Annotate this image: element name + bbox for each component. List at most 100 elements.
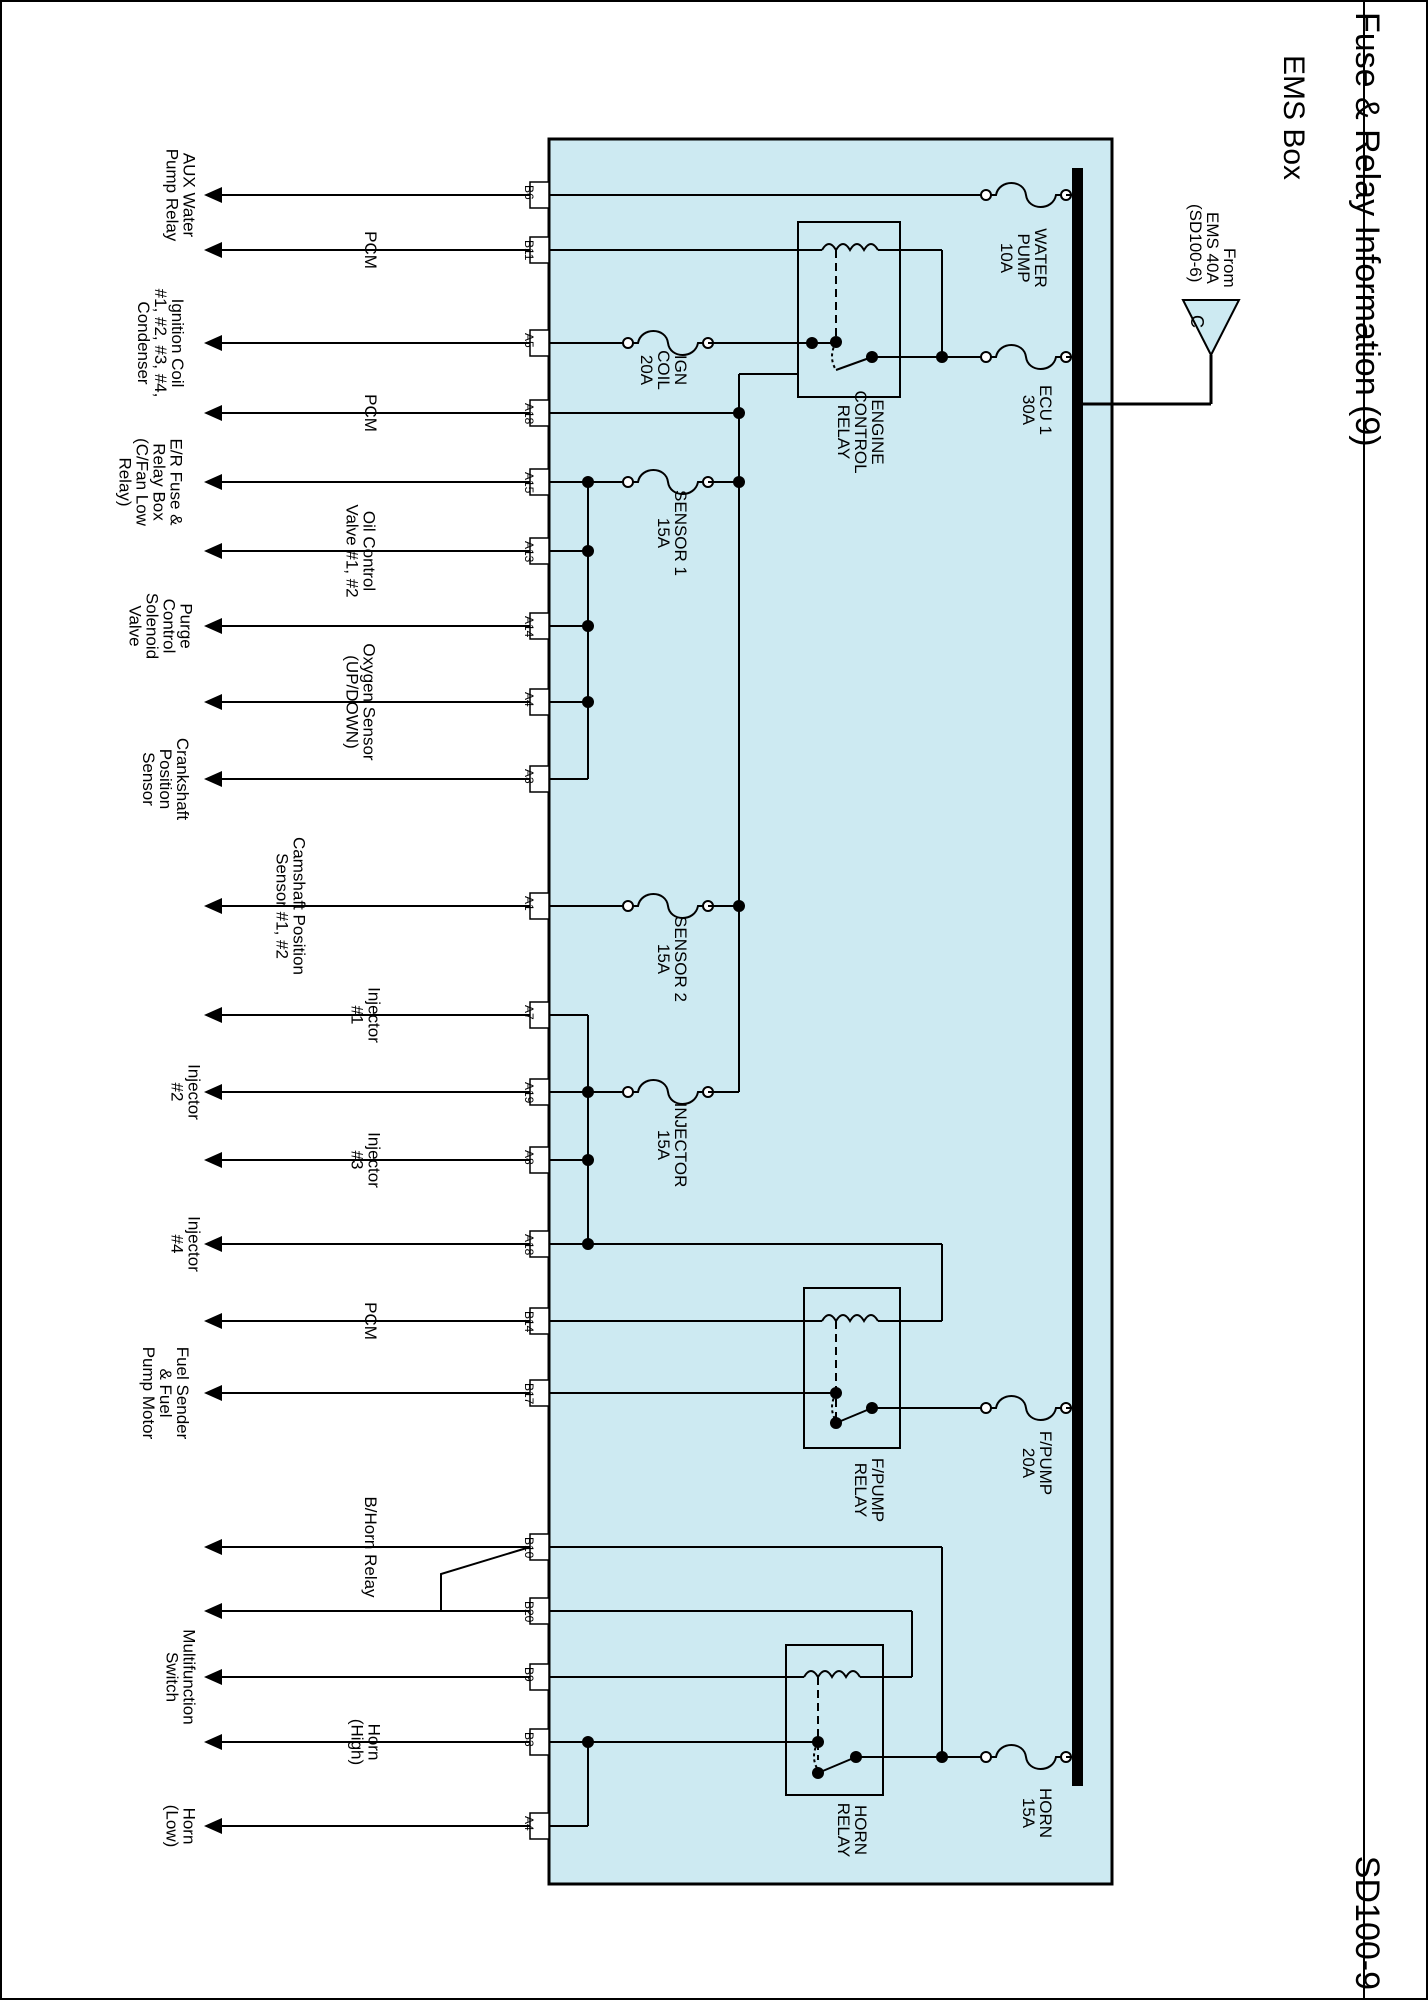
pin-a19-arrow [204,1084,222,1100]
output-label-aux_water: AUX WaterPump Relay [163,149,199,242]
fuse-ecu1-element [991,344,1061,370]
pin-b3-arrow [204,1734,222,1750]
fuse-sensor1-element [633,469,703,495]
pin-a8-pin-label: A8 [522,1150,536,1165]
fuse-ign-coil-element [633,330,703,356]
fuse-injector-element [633,1079,703,1105]
pin-b9-pin-label: B9 [522,1667,536,1682]
output-label-pcm_a18: PCM [361,394,380,432]
output-label-horn_low: Horn(Low) [163,1805,199,1848]
output-label-pcm_b11: PCM [361,231,380,269]
relay-label-engine-control: ENGINECONTROLRELAY [834,390,887,473]
output-label-purge: PurgeControlSolenoidValve [126,593,196,659]
connector-c-triangle [1181,299,1241,358]
fuse-horn-element [991,1744,1061,1770]
b3-junction [582,1736,594,1748]
fuse-water-pump-terminal-left [980,189,992,201]
pin-a5-pin-label: A5 [522,333,536,348]
output-label-horn_high: Horn(High) [348,1719,384,1765]
fuse-sensor2-element [633,893,703,919]
output-label-oxygen: Oxygen Sensor(UP/DOWN) [343,643,379,761]
relay-label-fpump: F/PUMPRELAY [851,1458,887,1522]
fuse-water-pump-element [991,182,1061,208]
fuse-label-injector: INJECTOR15A [654,1103,690,1188]
ecr-switch-blade [835,356,873,371]
output-label-oil_ctrl: Oil ControlValve #1, #2 [343,504,379,597]
fuse-horn-terminal-left [980,1751,992,1763]
pin-b20-arrow [204,1603,222,1619]
output-label-multi: MultifunctionSwitch [163,1629,199,1724]
fpump-switch-arc [831,1392,837,1422]
engine-control-relay-box [797,221,901,398]
pin-a3-arrow [204,771,222,787]
relay-label-horn: HORNRELAY [834,1803,870,1858]
pin-a7-pin-label: A7 [522,1005,536,1020]
output-label-bhorn: B/Horn Relay [361,1496,380,1598]
fuse-sensor1-terminal-left [622,476,634,488]
output-label-fuel_sender: Fuel Sender& FuelPump Motor [139,1347,192,1440]
pin-a4-horn-arrow [204,1818,222,1834]
fuse-sensor2-terminal-left [622,900,634,912]
horn-switch-blade [817,1756,857,1774]
pin-a13-arrow [204,543,222,559]
pin-b10-arrow [204,1539,222,1555]
fuse-injector-terminal-left [622,1086,634,1098]
pin-a15-arrow [204,474,222,490]
fuse-label-horn: HORN15A [1019,1788,1055,1838]
fuse-label-ecu1: ECU 130A [1019,385,1055,435]
ecr-switch-arc [831,341,837,371]
fuse-ign-coil-terminal-left [622,337,634,349]
pin-a4-oxy-pin-label: A4 [522,692,536,707]
pin-b14-arrow [204,1313,222,1329]
box-name: EMS Box [1277,55,1310,180]
output-label-inj3: Injector#3 [348,1132,384,1188]
ecr-coil [821,243,879,252]
pin-b3-pin-label: B3 [522,1732,536,1747]
horn-feed-junction [936,1751,948,1763]
page-title: Fuse & Relay Information (9) [1348,12,1386,447]
output-label-pcm_b14: PCM [361,1302,380,1340]
pin-b11-arrow [204,242,222,258]
output-label-er_fuse: E/R Fuse &Relay Box(C/Fan LowRelay) [116,438,186,527]
source-line1: From [1220,248,1239,288]
source-line2: EMS 40A [1203,212,1222,284]
pin-a7-arrow [204,1007,222,1023]
output-label-cam: Camshaft PositionSensor #1, #2 [273,837,309,975]
source-line3: (SD100-6) [1186,204,1205,282]
a18-inj-junction [582,1238,594,1250]
horn-switch-arc [813,1741,819,1771]
fuse-label-ign-coil: IGNCOIL20A [637,350,690,390]
a14-junction [582,620,594,632]
output-label-ign_coil: Ignition Coil#1, #2, #3, #4,Condenser [134,289,187,398]
page-code: SD100-9 [1348,1856,1386,1990]
pin-b17-arrow [204,1385,222,1401]
bus-bar [1072,168,1083,1786]
pin-a1-pin-label: A1 [522,896,536,911]
a4-junction [582,696,594,708]
fuse-fpump-element [991,1395,1061,1421]
fuse-fpump-terminal-left [980,1402,992,1414]
output-label-inj4: Injector#4 [168,1216,204,1272]
horn-coil [803,1670,861,1679]
connector-c-label: C [1187,315,1207,328]
fuse-label-water-pump: WATERPUMP10A [997,228,1050,288]
output-label-crank: CrankshaftPositionSensor [139,738,192,820]
pin-b6-pin-label: B6 [522,185,536,200]
a13-junction [582,545,594,557]
output-label-inj2: Injector#2 [168,1064,204,1120]
ems-box [547,137,1114,1886]
pin-b6-arrow [204,187,222,203]
pin-a18-pcm-arrow [204,405,222,421]
ecr-feed-junction [936,351,948,363]
a18-junction [733,407,745,419]
fpump-relay-box [803,1287,901,1449]
pin-b9-arrow [204,1669,222,1685]
pin-a5-arrow [204,335,222,351]
pin-a14-arrow [204,618,222,634]
sensor1-junction [733,476,745,488]
pin-a3-pin-label: A3 [522,769,536,784]
output-label-inj1: Injector#1 [348,987,384,1043]
a19-junction [582,1086,594,1098]
pin-a1-arrow [204,898,222,914]
